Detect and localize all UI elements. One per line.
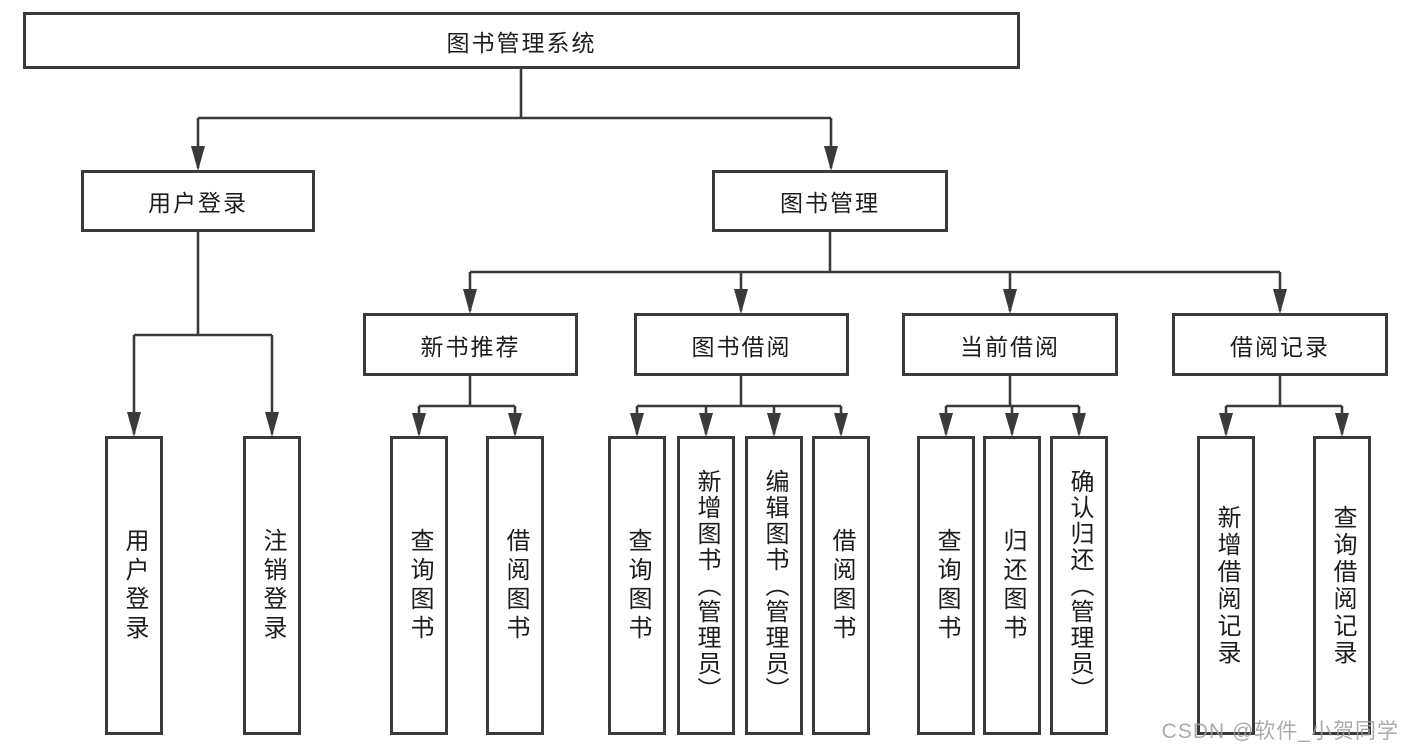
leaf-add-borrow-record: 新增借阅记录 xyxy=(1197,436,1255,735)
node-user-login-branch: 用户登录 xyxy=(81,170,315,232)
leaf-query-books-recommend: 查询图书 xyxy=(390,436,448,735)
leaf-logout: 注销登录 xyxy=(243,436,301,735)
leaf-confirm-return-admin: 确认归还（管理员） xyxy=(1050,436,1108,735)
node-root-system: 图书管理系统 xyxy=(23,12,1020,69)
leaf-return-books: 归还图书 xyxy=(983,436,1041,735)
connector-arrowheads xyxy=(127,146,1349,437)
node-current-borrowing: 当前借阅 xyxy=(902,313,1118,376)
leaf-query-books-current: 查询图书 xyxy=(917,436,975,735)
leaf-query-borrow-record: 查询借阅记录 xyxy=(1313,436,1371,735)
leaf-borrow-books: 借阅图书 xyxy=(812,436,870,735)
node-book-management-branch: 图书管理 xyxy=(712,170,948,232)
leaf-query-books-borrow: 查询图书 xyxy=(608,436,666,735)
leaf-borrow-books-recommend: 借阅图书 xyxy=(486,436,544,735)
node-borrowing-records: 借阅记录 xyxy=(1172,313,1388,376)
leaf-add-books-admin: 新增图书（管理员） xyxy=(677,436,735,735)
leaf-user-login: 用户登录 xyxy=(105,436,163,735)
leaf-edit-books-admin: 编辑图书（管理员） xyxy=(745,436,803,735)
connector-stems xyxy=(132,69,1344,434)
node-new-book-recommend: 新书推荐 xyxy=(363,313,578,376)
node-book-borrowing: 图书借阅 xyxy=(634,313,849,376)
